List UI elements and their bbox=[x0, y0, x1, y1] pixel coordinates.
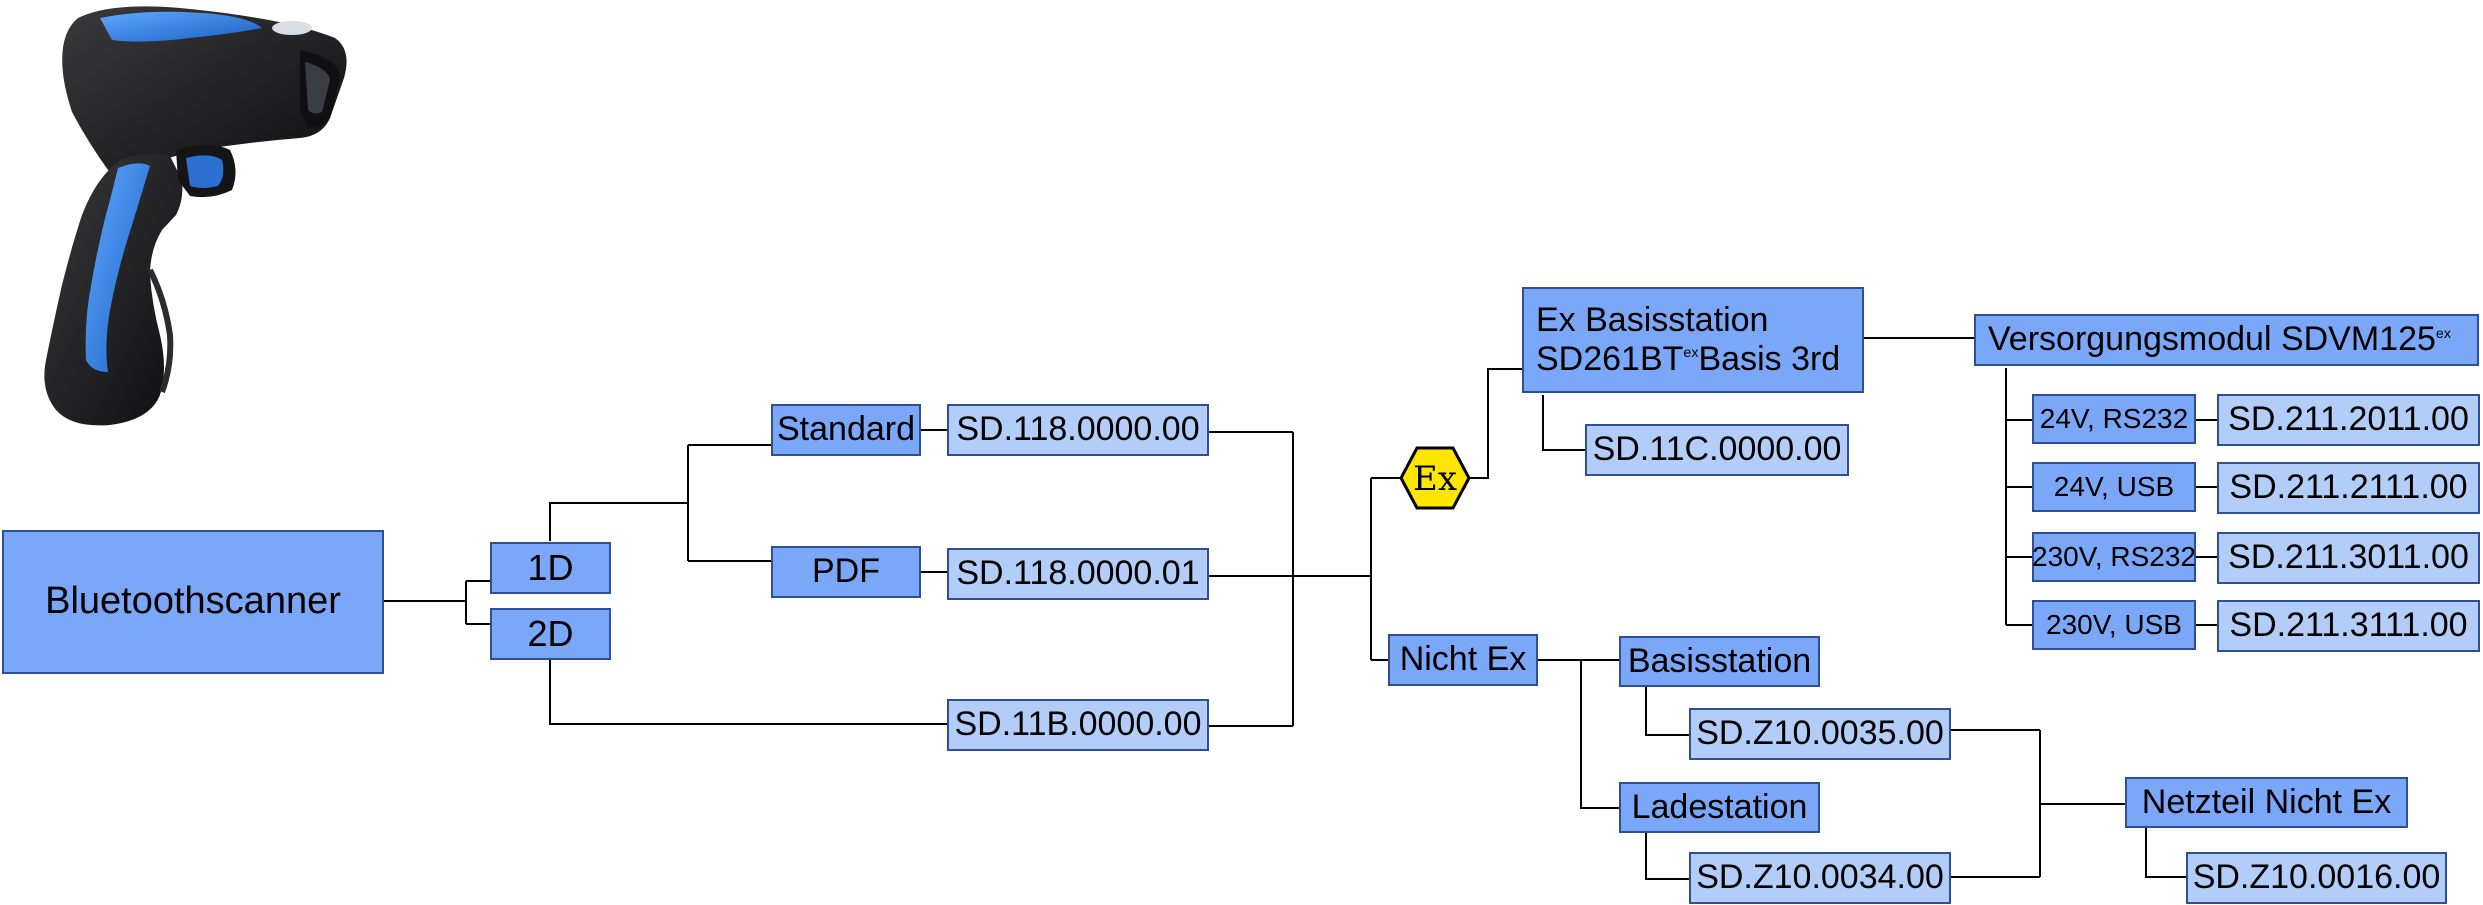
code-supply-24v-rs232: SD.211.2011.00 bbox=[2217, 394, 2480, 446]
node-standard: Standard bbox=[771, 404, 921, 456]
ex-base-line2: SD261BTexBasis 3rd bbox=[1536, 340, 1841, 378]
barcode-scanner-image bbox=[44, 6, 347, 426]
node-netzteil-nicht-ex: Netzteil Nicht Ex bbox=[2125, 777, 2408, 828]
supply-option-24v-rs232: 24V, RS232 bbox=[2032, 394, 2196, 444]
code-ex-basisstation: SD.11C.0000.00 bbox=[1585, 424, 1849, 476]
code-netzteil: SD.Z10.0016.00 bbox=[2186, 852, 2447, 904]
node-netzteil-label: Netzteil Nicht Ex bbox=[2141, 782, 2392, 821]
code-standard: SD.118.0000.00 bbox=[947, 404, 1209, 456]
supply-option-code: SD.211.3011.00 bbox=[2228, 538, 2469, 577]
supply-option-230v-usb: 230V, USB bbox=[2032, 600, 2196, 650]
code-ladestation: SD.Z10.0034.00 bbox=[1689, 852, 1951, 904]
node-pdf: PDF bbox=[771, 546, 921, 598]
node-basisstation: Basisstation bbox=[1619, 636, 1820, 687]
node-2d-label: 2D bbox=[527, 613, 574, 655]
code-basisstation: SD.Z10.0035.00 bbox=[1689, 708, 1951, 760]
versorgungsmodul-label: Versorgungsmodul SDVM125ex bbox=[1988, 320, 2451, 359]
supply-option-230v-rs232: 230V, RS232 bbox=[2032, 532, 2196, 582]
node-ladestation: Ladestation bbox=[1619, 782, 1820, 833]
node-nicht-ex-label: Nicht Ex bbox=[1399, 640, 1527, 679]
node-versorgungsmodul: Versorgungsmodul SDVM125ex bbox=[1974, 314, 2479, 366]
code-basisstation-text: SD.Z10.0035.00 bbox=[1696, 714, 1944, 753]
node-2d: 2D bbox=[490, 608, 611, 660]
node-ladestation-label: Ladestation bbox=[1631, 787, 1808, 826]
code-netzteil-text: SD.Z10.0016.00 bbox=[2192, 858, 2441, 897]
supply-option-code: SD.211.3111.00 bbox=[2229, 606, 2468, 645]
supply-option-code: SD.211.2011.00 bbox=[2228, 400, 2469, 439]
node-1d-label: 1D bbox=[527, 547, 574, 589]
node-standard-label: Standard bbox=[777, 410, 915, 449]
code-pdf: SD.118.0000.01 bbox=[947, 548, 1209, 600]
code-standard-text: SD.118.0000.00 bbox=[956, 410, 1200, 449]
code-2d-text: SD.11B.0000.00 bbox=[954, 705, 1202, 744]
ex-hazard-icon: Ex bbox=[1399, 446, 1471, 510]
code-supply-230v-rs232: SD.211.3011.00 bbox=[2217, 532, 2480, 584]
ex-base-line1: Ex Basisstation bbox=[1536, 300, 1769, 339]
root-node-bluetoothscanner: Bluetoothscanner bbox=[2, 530, 384, 674]
code-ex-basisstation-text: SD.11C.0000.00 bbox=[1592, 430, 1842, 469]
code-pdf-text: SD.118.0000.01 bbox=[956, 554, 1200, 593]
code-supply-24v-usb: SD.211.2111.00 bbox=[2217, 462, 2480, 514]
code-2d: SD.11B.0000.00 bbox=[947, 699, 1209, 751]
supply-option-24v-usb: 24V, USB bbox=[2032, 462, 2196, 512]
supply-option-label: 230V, USB bbox=[2046, 608, 2182, 640]
node-ex-basisstation: Ex Basisstation SD261BTexBasis 3rd bbox=[1522, 287, 1864, 393]
node-pdf-label: PDF bbox=[812, 552, 880, 591]
supply-option-label: 24V, USB bbox=[2053, 470, 2175, 502]
supply-option-label: 230V, RS232 bbox=[2032, 540, 2196, 572]
supply-option-label: 24V, RS232 bbox=[2039, 402, 2189, 434]
node-1d: 1D bbox=[490, 542, 611, 594]
code-supply-230v-usb: SD.211.3111.00 bbox=[2217, 600, 2480, 652]
ex-symbol-text: Ex bbox=[1413, 459, 1457, 499]
code-ladestation-text: SD.Z10.0034.00 bbox=[1696, 858, 1944, 897]
node-nicht-ex: Nicht Ex bbox=[1388, 634, 1538, 686]
supply-option-code: SD.211.2111.00 bbox=[2229, 468, 2468, 507]
root-node-label: Bluetoothscanner bbox=[45, 580, 341, 623]
node-basisstation-label: Basisstation bbox=[1627, 641, 1812, 680]
